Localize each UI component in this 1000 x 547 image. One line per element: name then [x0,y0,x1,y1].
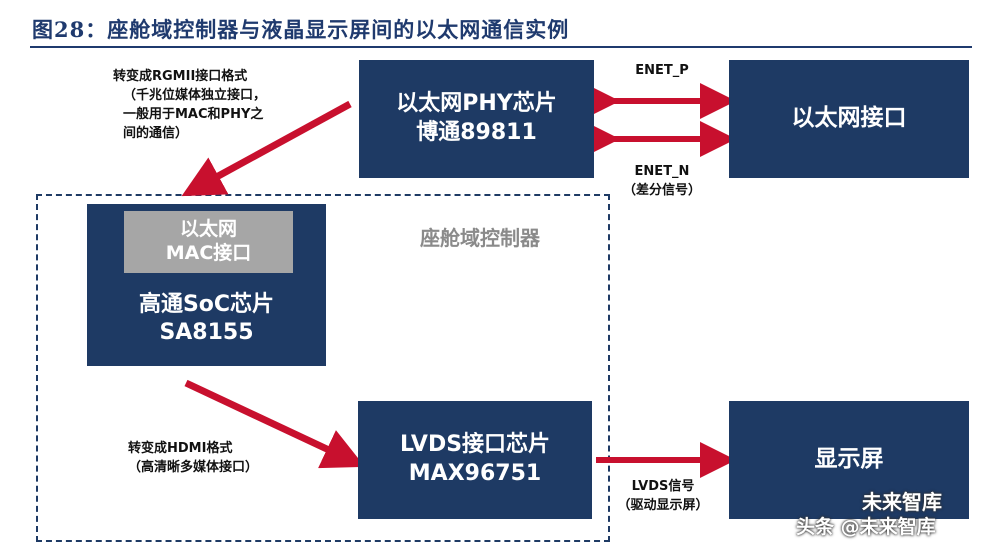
lvds-interface-chip-box: LVDS接口芯片 MAX96751 [358,401,592,519]
watermark-top: 未来智库 [862,490,942,514]
rgmii-arrow [181,100,352,197]
rgmii-note-line: 间的通信） [123,125,189,141]
hdmi-note-line: （高清晰多媒体接口） [128,459,259,475]
watermark-bottom: 头条 @未来智库 [796,516,936,538]
rgmii-note-line: 一般用于MAC和PHY之 [123,106,264,122]
display-screen-label: 显示屏 [814,446,884,473]
hdmi-note: 转变成HDMI格式 （高清晰多媒体接口） [128,440,328,478]
figure-title: 图28：座舱域控制器与液晶显示屏间的以太网通信实例 [32,17,570,42]
lvds-chip-model: MAX96751 [408,461,542,486]
lvds-signal-subtext: （驱动显示屏） [617,497,709,513]
title-divider [30,46,972,48]
rgmii-note-line: 转变成RGMII接口格式 [113,69,248,84]
phy-chip-name: 以太网PHY芯片 [396,91,557,117]
lvds-chip-name: LVDS接口芯片 [399,432,551,458]
soc-chip-model: SA8155 [159,320,254,346]
ethernet-mac-interface-box: 以太网 MAC接口 [124,211,293,273]
mac-interface-line2: MAC接口 [165,242,252,264]
soc-chip-name: 高通SoC芯片 [138,291,275,317]
lvds-signal-label: LVDS信号 （驱动显示屏） [604,478,722,516]
cockpit-domain-controller-label: 座舱域控制器 [420,226,540,250]
rgmii-note-line: （千兆位媒体独立接口， [123,87,267,103]
enet-n-label: ENET_N （差分信号） [606,163,718,201]
cockpit-domain-controller-region [36,194,610,542]
display-screen-box: 显示屏 [729,401,969,519]
ethernet-port-box: 以太网接口 [729,60,969,178]
ethernet-phy-chip-box: 以太网PHY芯片 博通89811 [359,60,594,178]
hdmi-arrow [184,379,366,469]
lvds-signal-text: LVDS信号 [631,479,695,494]
rgmii-note: 转变成RGMII接口格式 （千兆位媒体独立接口， 一般用于MAC和PHY之 间的… [113,68,343,143]
phy-chip-model: 博通89811 [416,120,537,145]
enet-p-text: ENET_P [635,63,689,78]
enet-p-label: ENET_P [612,62,712,81]
enet-n-text: ENET_N [634,164,690,179]
mac-interface-line1: 以太网 [179,218,237,241]
hdmi-note-line: 转变成HDMI格式 [128,441,233,456]
ethernet-port-label: 以太网接口 [791,105,907,132]
enet-n-subtext: （差分信号） [622,182,701,198]
